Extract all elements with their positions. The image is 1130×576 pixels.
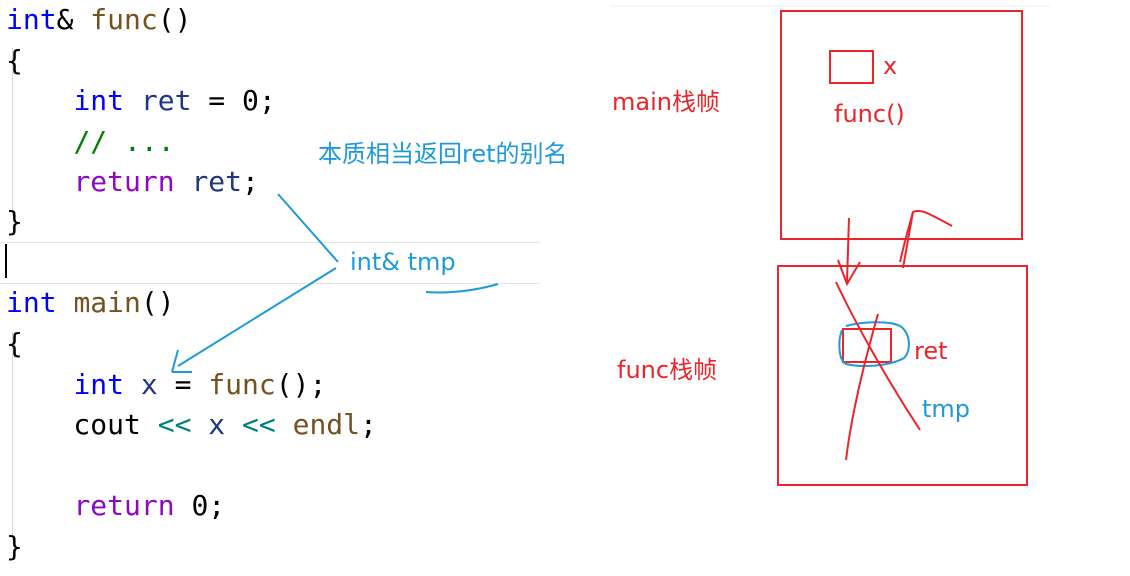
code-token: int bbox=[73, 84, 125, 117]
code-token: main bbox=[73, 286, 141, 319]
indent-guide bbox=[12, 332, 13, 540]
code-token: int bbox=[6, 3, 57, 36]
code-token: = 0; bbox=[191, 84, 276, 117]
code-line: { bbox=[6, 41, 23, 81]
code-token: } bbox=[6, 530, 23, 563]
strike-line bbox=[845, 313, 879, 461]
code-token: (); bbox=[275, 368, 327, 401]
code-line: int& func() bbox=[6, 0, 191, 40]
var-tmp-label: tmp bbox=[922, 395, 971, 423]
code-line: int main() bbox=[6, 283, 175, 323]
code-token: () bbox=[157, 3, 192, 36]
code-token: ret bbox=[140, 84, 192, 117]
x-box bbox=[829, 50, 874, 84]
code-token: func bbox=[208, 368, 276, 401]
code-token: int bbox=[73, 368, 125, 401]
code-line: } bbox=[6, 202, 23, 242]
code-line: // ... bbox=[6, 122, 175, 162]
var-ret-label: ret bbox=[914, 337, 948, 365]
code-token: 0; bbox=[174, 489, 226, 522]
main-frame-label: main栈帧 bbox=[612, 88, 720, 116]
var-x-label: x bbox=[883, 52, 898, 80]
code-token: ; bbox=[360, 408, 377, 441]
code-token: = bbox=[157, 368, 209, 401]
code-token: { bbox=[6, 44, 23, 77]
code-line: cout << x << endl; bbox=[6, 405, 377, 445]
arrowhead-x bbox=[171, 349, 192, 373]
arrow-return-to-tmp bbox=[277, 193, 339, 263]
arrow-main-to-func bbox=[846, 217, 850, 283]
code-token: endl bbox=[292, 408, 361, 441]
strike-line bbox=[835, 281, 921, 431]
tmp-circle bbox=[838, 321, 910, 367]
alias-note: 本质相当返回ret的别名 bbox=[318, 140, 568, 168]
text-cursor bbox=[5, 244, 7, 278]
code-token: int bbox=[6, 286, 57, 319]
temp-reference-label: int& tmp bbox=[350, 248, 456, 276]
arrowhead-up bbox=[899, 211, 914, 263]
ret-box bbox=[842, 328, 892, 363]
call-func-label: func() bbox=[834, 100, 905, 128]
code-line: return ret; bbox=[6, 162, 259, 202]
current-line-highlight bbox=[0, 242, 540, 284]
func-frame-box bbox=[777, 265, 1028, 486]
code-token: { bbox=[6, 327, 23, 360]
indent-guide bbox=[12, 48, 13, 216]
code-line: int x = func(); bbox=[6, 365, 326, 405]
code-token: << bbox=[157, 408, 192, 441]
code-token: x bbox=[208, 408, 226, 441]
code-token: } bbox=[6, 205, 23, 238]
code-token: << bbox=[242, 408, 276, 441]
code-line: int ret = 0; bbox=[6, 81, 276, 121]
code-token: // ... bbox=[73, 125, 175, 158]
code-token: () bbox=[140, 286, 175, 319]
code-token: return bbox=[73, 165, 175, 198]
arrow-func-to-main bbox=[902, 209, 953, 269]
tmp-underline bbox=[425, 283, 499, 294]
code-line: { bbox=[6, 324, 23, 364]
main-frame-box bbox=[780, 10, 1023, 240]
code-token: return bbox=[73, 489, 175, 522]
code-token: ret bbox=[191, 165, 243, 198]
code-token: func bbox=[90, 3, 158, 36]
arrow-tmp-to-x bbox=[177, 267, 337, 367]
arrowhead-down bbox=[837, 259, 861, 287]
code-token: cout bbox=[6, 408, 158, 441]
code-line: return 0; bbox=[6, 486, 225, 526]
code-line: } bbox=[6, 527, 23, 567]
code-token: & bbox=[56, 3, 91, 36]
code-token: ; bbox=[242, 165, 259, 198]
func-frame-label: func栈帧 bbox=[617, 356, 718, 384]
code-token: x bbox=[140, 368, 158, 401]
